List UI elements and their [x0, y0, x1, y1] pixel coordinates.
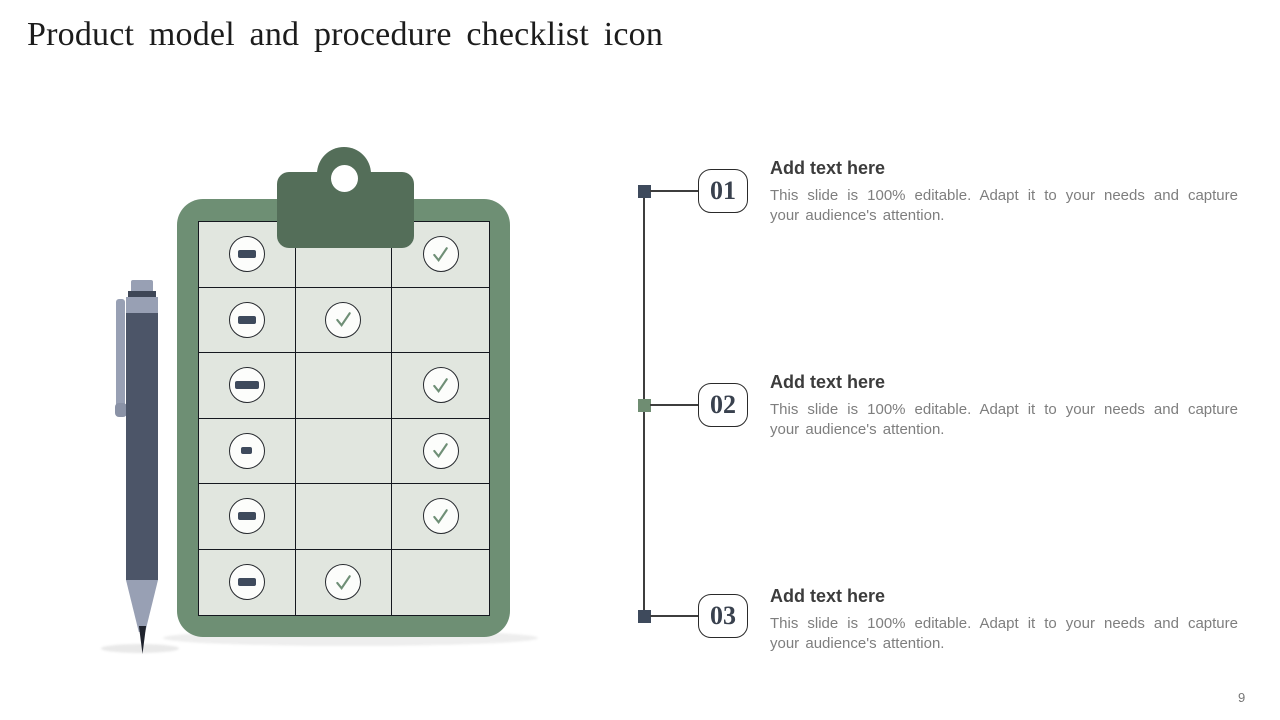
pen-cone [126, 580, 158, 632]
minus-icon [228, 236, 265, 273]
check-icon [422, 367, 459, 404]
minus-icon [228, 498, 265, 535]
checklist-cell [199, 418, 296, 484]
item-heading[interactable]: Add text here [770, 372, 886, 392]
minus-icon [228, 564, 265, 601]
pen-shadow [101, 644, 179, 653]
timeline-connector-03 [650, 615, 698, 617]
item-body[interactable]: This slide is 100% editable. Adapt it to… [770, 187, 1238, 224]
checklist-cell [392, 484, 489, 550]
pen-band [128, 291, 156, 299]
item-heading[interactable]: Add text here [770, 586, 886, 606]
timeline-marker-02 [638, 399, 651, 412]
checklist-cell [392, 419, 489, 484]
checklist-cell [199, 353, 296, 419]
checklist-cell [392, 550, 489, 616]
checklist-cell [199, 549, 296, 615]
check-icon [422, 236, 459, 273]
check-icon [325, 564, 362, 601]
checklist-cell [199, 222, 296, 288]
checklist-cell [296, 549, 393, 615]
checklist-cell [295, 222, 393, 288]
item-body[interactable]: This slide is 100% editable. Adapt it to… [770, 615, 1238, 652]
item-text-03[interactable]: Add text here This slide is 100% editabl… [770, 586, 1238, 654]
checklist-cell [392, 353, 489, 419]
check-icon [422, 498, 459, 535]
checklist-cell [199, 287, 296, 353]
check-icon [422, 432, 459, 469]
item-heading[interactable]: Add text here [770, 158, 886, 178]
pen-clip-knob [115, 403, 127, 417]
timeline-marker-01 [638, 185, 651, 198]
pen-collar [126, 297, 158, 313]
checklist-cell [295, 287, 393, 353]
item-number: 02 [710, 390, 736, 419]
timeline-connector-02 [650, 404, 698, 406]
item-body[interactable]: This slide is 100% editable. Adapt it to… [770, 401, 1238, 438]
clipboard-clip-hole [331, 165, 358, 192]
checklist-cell [199, 484, 296, 550]
page-title[interactable]: Product model and procedure checklist ic… [27, 16, 664, 53]
pen-tip [138, 626, 147, 654]
item-text-02[interactable]: Add text here This slide is 100% editabl… [770, 372, 1238, 440]
checklist-cell [392, 288, 489, 353]
checklist-cell [392, 222, 489, 288]
checklist-cell [295, 353, 393, 419]
pen-body [126, 313, 158, 580]
timeline-marker-03 [638, 610, 651, 623]
pen-top-button [131, 280, 153, 293]
item-text-01[interactable]: Add text here This slide is 100% editabl… [770, 158, 1238, 226]
pen-clip [116, 299, 125, 409]
item-number: 03 [710, 601, 736, 630]
checklist-cell [295, 484, 393, 550]
item-number: 01 [710, 176, 736, 205]
timeline-connector-01 [650, 190, 698, 192]
minus-icon [228, 432, 265, 469]
check-icon [325, 301, 362, 338]
minus-icon [228, 367, 265, 404]
page-number: 9 [1238, 690, 1246, 705]
checklist-cell [295, 418, 393, 484]
item-number-badge-03[interactable]: 03 [698, 594, 748, 638]
item-number-badge-02[interactable]: 02 [698, 383, 748, 427]
minus-icon [228, 301, 265, 338]
item-number-badge-01[interactable]: 01 [698, 169, 748, 213]
checklist-grid [198, 221, 490, 616]
